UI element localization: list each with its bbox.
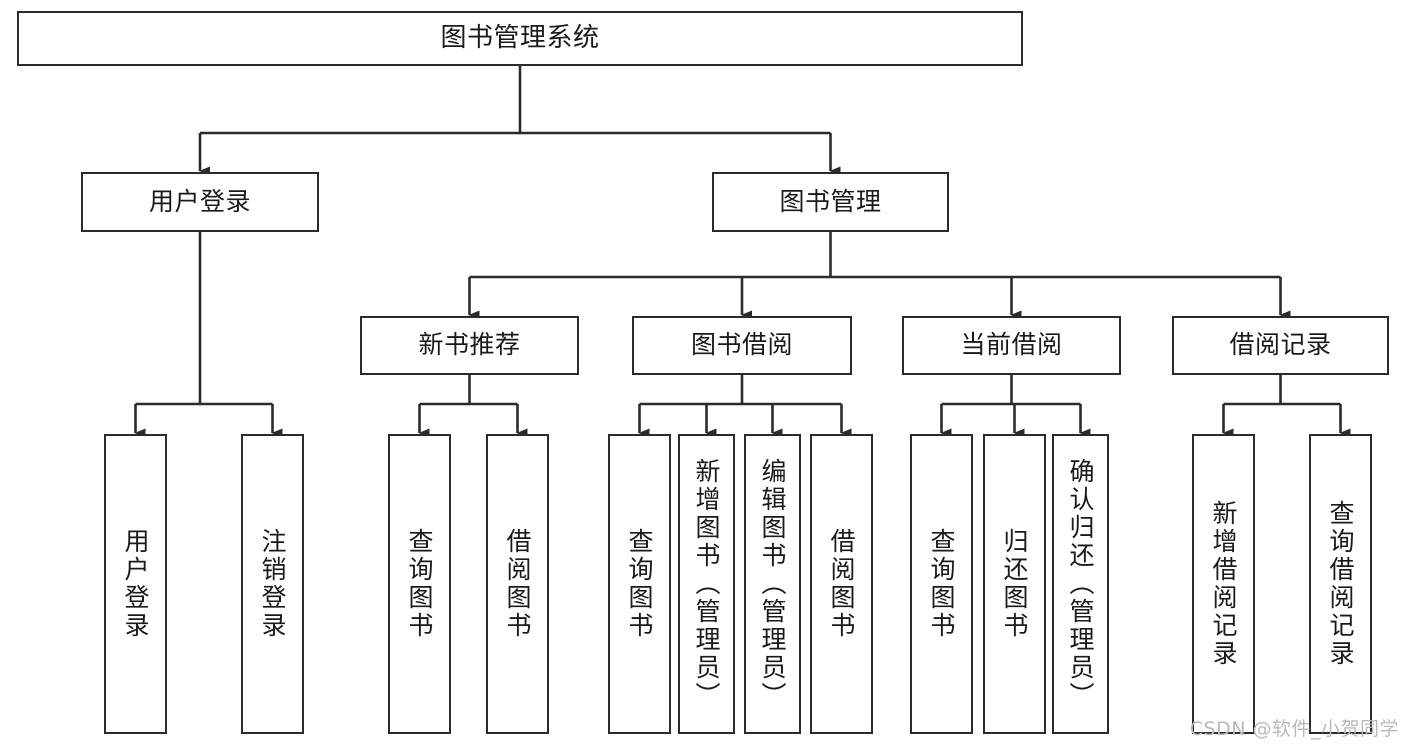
node-leaf-add-borrow-record-label: 新增借阅记录 [1209,500,1238,668]
node-borrow-record-label: 借阅记录 [1229,330,1332,360]
node-book-management[interactable]: 图书管理 [712,172,949,232]
node-leaf-add-book-admin[interactable]: 新增图书（管理员） [678,434,735,734]
node-current-borrow-label: 当前借阅 [960,330,1063,360]
node-leaf-logout-label: 注销登录 [258,528,287,640]
node-leaf-add-borrow-record[interactable]: 新增借阅记录 [1192,434,1255,734]
node-leaf-edit-book-admin-label: 编辑图书（管理员） [758,458,787,710]
node-user-login-label: 用户登录 [148,186,251,216]
node-leaf-confirm-return-admin[interactable]: 确认归还（管理员） [1052,434,1109,734]
node-leaf-query-book-current[interactable]: 查询图书 [910,434,973,734]
node-leaf-logout[interactable]: 注销登录 [241,434,304,734]
node-leaf-query-book-borrow-label: 查询图书 [625,528,654,640]
node-root[interactable]: 图书管理系统 [17,11,1023,66]
node-leaf-query-book-borrow[interactable]: 查询图书 [608,434,671,734]
watermark: CSDN @软件_小贺同学 [1189,718,1399,740]
node-leaf-borrow-book-rec-label: 借阅图书 [503,528,532,640]
node-root-label: 图书管理系统 [440,22,600,53]
node-leaf-return-book[interactable]: 归还图书 [983,434,1046,734]
node-book-borrow[interactable]: 图书借阅 [632,316,852,375]
node-leaf-user-login[interactable]: 用户登录 [104,434,167,734]
node-leaf-return-book-label: 归还图书 [1000,528,1029,640]
node-leaf-edit-book-admin[interactable]: 编辑图书（管理员） [744,434,801,734]
node-current-borrow[interactable]: 当前借阅 [902,316,1121,375]
node-leaf-query-book-rec-label: 查询图书 [405,528,434,640]
node-leaf-confirm-return-admin-label: 确认归还（管理员） [1066,458,1095,710]
node-leaf-user-login-label: 用户登录 [121,528,150,640]
node-new-book-recommend[interactable]: 新书推荐 [360,316,579,375]
node-leaf-query-borrow-record[interactable]: 查询借阅记录 [1309,434,1372,734]
node-leaf-borrow-book-rec[interactable]: 借阅图书 [486,434,549,734]
node-borrow-record[interactable]: 借阅记录 [1172,316,1389,375]
node-leaf-borrow-book[interactable]: 借阅图书 [810,434,873,734]
node-user-login[interactable]: 用户登录 [81,172,319,232]
node-leaf-query-book-current-label: 查询图书 [927,528,956,640]
node-book-borrow-label: 图书借阅 [690,330,793,360]
node-leaf-add-book-admin-label: 新增图书（管理员） [692,458,721,710]
node-leaf-borrow-book-label: 借阅图书 [827,528,856,640]
node-leaf-query-book-rec[interactable]: 查询图书 [388,434,451,734]
node-leaf-query-borrow-record-label: 查询借阅记录 [1326,500,1355,668]
node-book-management-label: 图书管理 [779,186,882,216]
node-new-book-recommend-label: 新书推荐 [418,330,521,360]
